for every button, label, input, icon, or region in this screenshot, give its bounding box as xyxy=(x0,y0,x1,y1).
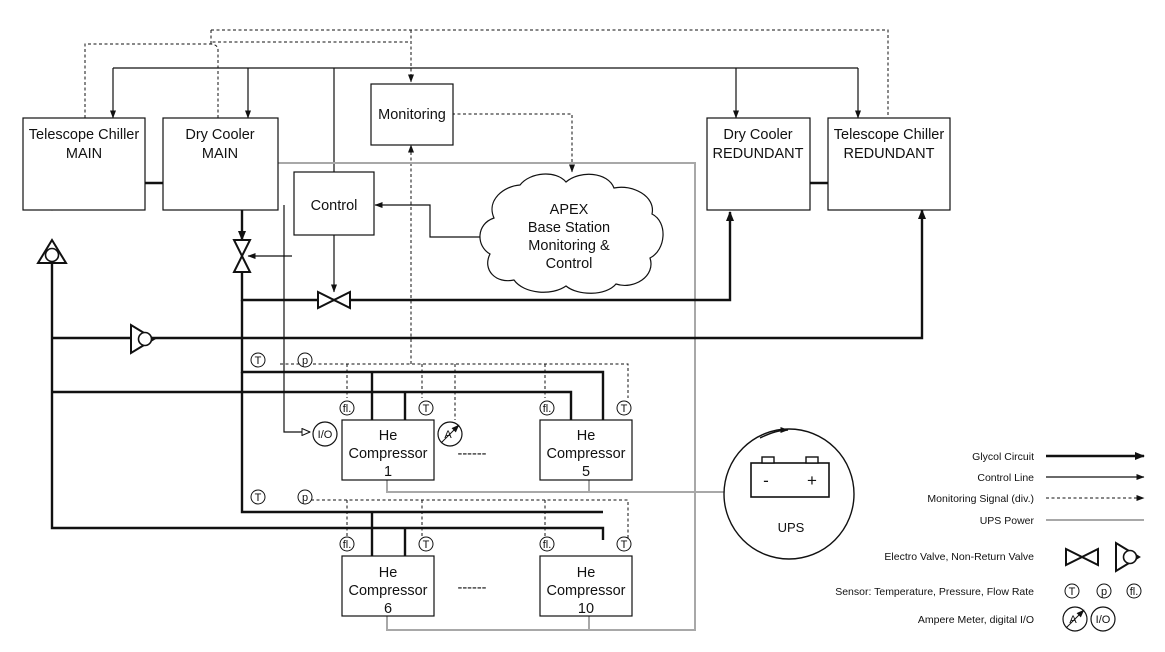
svg-text:I/O: I/O xyxy=(318,429,333,441)
monitoring-box: Monitoring xyxy=(370,83,454,146)
svg-text:Compressor: Compressor xyxy=(547,446,626,462)
svg-text:Electro Valve, Non-Return Valv: Electro Valve, Non-Return Valve xyxy=(884,551,1034,563)
svg-text:1: 1 xyxy=(384,464,392,480)
svg-text:REDUNDANT: REDUNDANT xyxy=(712,146,803,162)
battery-icon xyxy=(750,462,830,498)
dry-cooler-redundant: Dry Cooler REDUNDANT xyxy=(706,117,811,211)
svg-text:T: T xyxy=(255,492,262,504)
svg-text:-: - xyxy=(763,471,769,490)
svg-text:Telescope Chiller: Telescope Chiller xyxy=(834,127,945,143)
svg-text:He: He xyxy=(577,565,596,581)
control-box: Control xyxy=(293,171,375,236)
svg-text:6: 6 xyxy=(384,601,392,617)
svg-text:fl.: fl. xyxy=(543,403,552,415)
telescope-chiller-main: Telescope Chiller MAIN xyxy=(22,117,146,211)
he-compressor-5: He Compressor 5 xyxy=(539,419,633,481)
non-return-valve-left xyxy=(36,238,68,264)
svg-text:REDUNDANT: REDUNDANT xyxy=(843,146,934,162)
svg-text:T: T xyxy=(423,403,430,415)
digital-io-meter: I/O xyxy=(312,421,338,447)
he-compressor-10: He Compressor 10 xyxy=(539,555,633,617)
svg-text:MAIN: MAIN xyxy=(66,146,102,162)
svg-text:Monitoring Signal (div.): Monitoring Signal (div.) xyxy=(927,493,1034,505)
svg-text:T: T xyxy=(255,355,262,367)
svg-text:10: 10 xyxy=(578,601,594,617)
svg-text:T: T xyxy=(621,539,628,551)
compressor-ellipsis-top: ------ xyxy=(458,446,487,462)
legend-ampere-meter-icon: A xyxy=(1062,606,1088,632)
svg-text:p: p xyxy=(302,355,308,367)
ampere-meter: A xyxy=(437,421,463,447)
svg-text:UPS: UPS xyxy=(778,520,805,535)
svg-text:Glycol Circuit: Glycol Circuit xyxy=(972,451,1034,463)
monitoring-lines xyxy=(84,29,889,540)
svg-text:He: He xyxy=(379,428,398,444)
dry-cooler-main: Dry Cooler MAIN xyxy=(162,117,279,211)
svg-text:fl.: fl. xyxy=(343,539,352,551)
svg-text:p: p xyxy=(302,492,308,504)
he-compressor-1: He Compressor 1 xyxy=(341,419,435,481)
svg-text:Control: Control xyxy=(546,256,593,272)
svg-text:T: T xyxy=(423,539,430,551)
svg-text:T: T xyxy=(1069,586,1076,598)
svg-text:UPS Power: UPS Power xyxy=(980,515,1035,527)
svg-text:Control Line: Control Line xyxy=(977,472,1034,484)
legend: Glycol Circuit Control Line Monitoring S… xyxy=(835,451,1145,632)
svg-text:He: He xyxy=(379,565,398,581)
ups-unit: - + UPS xyxy=(723,427,855,560)
svg-text:5: 5 xyxy=(582,464,590,480)
compressor-ellipsis-bottom: ------ xyxy=(458,580,487,596)
svg-text:Monitoring: Monitoring xyxy=(378,107,446,123)
svg-text:Monitoring &: Monitoring & xyxy=(528,238,610,254)
legend-electro-valve-icon xyxy=(1065,547,1099,567)
svg-text:Base Station: Base Station xyxy=(528,220,610,236)
svg-text:Dry Cooler: Dry Cooler xyxy=(185,127,254,143)
svg-text:Sensor: Temperature, Pressure,: Sensor: Temperature, Pressure, Flow Rate xyxy=(835,586,1034,598)
he-compressor-6: He Compressor 6 xyxy=(341,555,435,617)
svg-text:Dry Cooler: Dry Cooler xyxy=(723,127,792,143)
non-return-valve-middle xyxy=(130,323,156,355)
svg-text:T: T xyxy=(621,403,628,415)
svg-text:Compressor: Compressor xyxy=(349,446,428,462)
svg-text:fl.: fl. xyxy=(1130,586,1139,598)
svg-text:Ampere Meter, digital I/O: Ampere Meter, digital I/O xyxy=(918,614,1034,626)
electro-valve-horizontal xyxy=(317,290,351,310)
legend-non-return-valve-icon xyxy=(1115,541,1141,573)
svg-text:p: p xyxy=(1101,586,1107,598)
svg-text:Control: Control xyxy=(311,198,358,214)
sensor-group: T p fl. T fl. T T p fl. T fl. T xyxy=(250,352,632,552)
svg-text:Compressor: Compressor xyxy=(547,583,626,599)
telescope-chiller-redundant: Telescope Chiller REDUNDANT xyxy=(827,117,951,211)
ups-power-lines xyxy=(278,162,727,631)
svg-text:fl.: fl. xyxy=(343,403,352,415)
legend-digital-io-icon: I/O xyxy=(1090,606,1116,632)
svg-text:Telescope Chiller: Telescope Chiller xyxy=(29,127,140,143)
svg-text:APEX: APEX xyxy=(550,202,589,218)
svg-text:He: He xyxy=(577,428,596,444)
svg-text:+: + xyxy=(807,471,817,490)
control-lines xyxy=(110,67,861,432)
apex-base-station-cloud: APEX Base Station Monitoring & Control xyxy=(479,173,664,294)
electro-valve-vertical xyxy=(232,239,252,273)
svg-text:Compressor: Compressor xyxy=(349,583,428,599)
svg-text:MAIN: MAIN xyxy=(202,146,238,162)
svg-text:I/O: I/O xyxy=(1096,614,1111,626)
svg-text:fl.: fl. xyxy=(543,539,552,551)
